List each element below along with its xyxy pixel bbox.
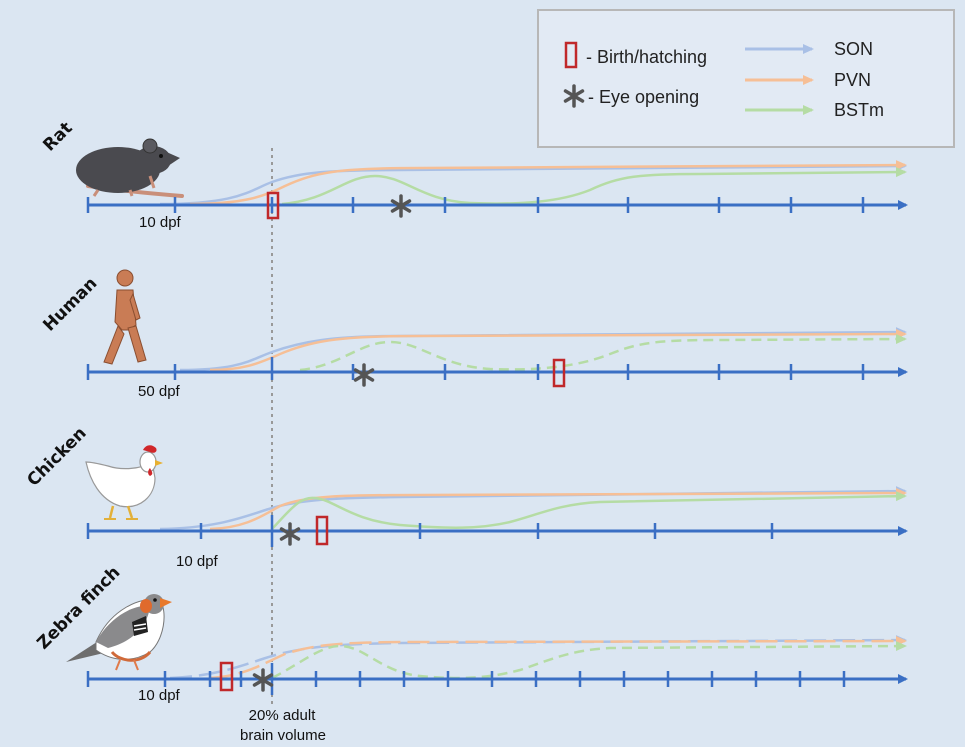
axis-ticks	[86, 515, 774, 547]
legend-eye-label: - Eye opening	[588, 87, 699, 107]
legend-son-label: SON	[834, 39, 873, 59]
legend-bstm-label: BSTm	[834, 100, 884, 120]
birth-marker	[266, 191, 280, 220]
bstm-curve	[271, 641, 907, 680]
son-curve	[169, 635, 907, 680]
species-label-rat: Rat	[39, 118, 76, 155]
bstm-curve	[271, 491, 907, 530]
scale-label-zebra-finch: 10 dpf	[138, 687, 181, 704]
pvn-curve	[209, 329, 907, 372]
chicken-icon	[85, 445, 163, 520]
rat-icon	[76, 138, 184, 198]
bstm-curve	[299, 334, 907, 372]
zebra-finch-row: Zebra finch	[33, 563, 908, 744]
son-curve	[159, 486, 907, 531]
zebra-finch-icon	[66, 594, 172, 671]
scale-label-rat: 10 dpf	[139, 214, 182, 231]
chicken-row: Chicken 10 dpf	[23, 423, 908, 570]
eye-opening-marker	[390, 194, 412, 218]
birth-marker	[315, 515, 329, 546]
axis-ticks	[86, 357, 865, 380]
bstm-curve	[281, 167, 907, 206]
reference-note-line1: 20% adult	[249, 707, 317, 724]
legend: - Birth/hatching - Eye opening SON PVN B…	[537, 9, 955, 148]
pvn-curve	[209, 488, 907, 531]
human-row: Human 50 dpf	[39, 269, 908, 400]
axis-ticks	[86, 197, 865, 213]
eye-opening-icon	[563, 84, 585, 108]
legend-birth-label: - Birth/hatching	[586, 47, 707, 67]
eye-opening-marker	[252, 668, 274, 692]
birth-marker	[552, 358, 566, 388]
scale-label-human: 50 dpf	[138, 383, 181, 400]
axis-ticks	[86, 663, 846, 695]
scale-label-chicken: 10 dpf	[176, 553, 219, 570]
pvn-curve	[209, 636, 907, 680]
species-label-chicken: Chicken	[23, 423, 90, 490]
birth-marker	[219, 661, 234, 692]
species-label-human: Human	[39, 274, 101, 336]
human-icon	[103, 269, 147, 365]
reference-note-line2: brain volume	[240, 727, 326, 744]
birth-marker-icon	[564, 41, 578, 69]
eye-opening-marker	[279, 522, 301, 546]
pvn-curve	[189, 160, 907, 206]
eye-opening-marker	[353, 363, 375, 387]
legend-pvn-label: PVN	[834, 70, 871, 90]
